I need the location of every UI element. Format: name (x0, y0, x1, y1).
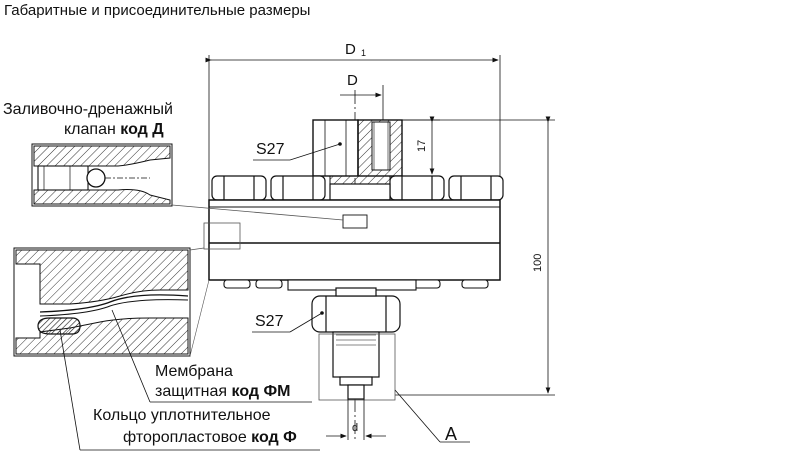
page-title: Габаритные и присоединительные размеры (4, 2, 311, 19)
dimension-17-label: 17 (416, 140, 428, 152)
dimension-100-label: 100 (532, 254, 544, 272)
drain-valve-line2: клапан код Д (64, 121, 164, 138)
view-a-label: A (445, 424, 457, 444)
drain-valve-line1: Заливочно-дренажный (3, 101, 173, 118)
leader-membrane-diag (111, 309, 151, 403)
leader-wrench-bottom-dot (320, 311, 324, 315)
inset-drain-valve (31, 143, 173, 207)
leader-ring-diag (59, 329, 81, 451)
leader-view-a (394, 389, 441, 443)
dimension-d-label: D (347, 72, 358, 89)
inset-membrane (13, 247, 191, 357)
ring-line1: Кольцо уплотнительное (93, 407, 271, 424)
leader-membrane-inset-2 (189, 279, 210, 357)
drain-valve-code: код Д (120, 121, 164, 138)
bottom-fitting (311, 287, 401, 401)
dimension-d1-label: D (345, 41, 356, 58)
leader-membrane-inset (189, 247, 205, 251)
leader-wrench-top-diag (289, 143, 341, 161)
dimension-small-d: d (326, 399, 386, 440)
membrane-code: код ФМ (232, 383, 291, 400)
leader-wrench-top-dot (338, 142, 342, 146)
drain-valve-line2-plain: клапан (64, 121, 120, 138)
dimension-100: 100 (395, 116, 555, 396)
top-fitting (312, 119, 403, 185)
leader-wrench-bottom-diag (289, 312, 323, 333)
bolt-heads-top (211, 175, 504, 201)
nuts-bottom (223, 279, 489, 291)
dimension-d: D (340, 72, 384, 120)
membrane-line2: защитная код ФМ (155, 383, 290, 400)
flange-body (203, 199, 501, 281)
wrench-bottom-label: S27 (255, 313, 284, 330)
wrench-top-label: S27 (256, 141, 285, 158)
membrane-line1: Мембрана (155, 363, 233, 380)
leader-drain-valve (171, 204, 344, 221)
ring-line2: фторопластовое код Ф (123, 429, 297, 446)
membrane-line2-plain: защитная (155, 383, 232, 400)
ring-line2-plain: фторопластовое (123, 429, 251, 446)
dimension-d1-subscript: 1 (361, 48, 366, 58)
ring-code: код Ф (251, 429, 297, 446)
dimension-17: 17 (400, 116, 440, 177)
dimension-small-d-label: d (352, 422, 358, 434)
